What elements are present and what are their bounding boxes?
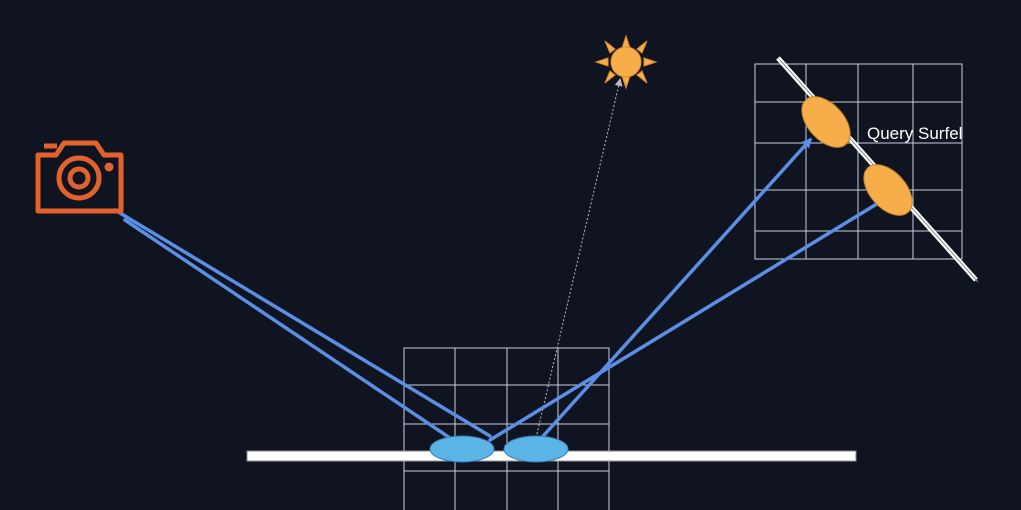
receiver-surfel-right [503,435,569,463]
query-surfels [801,96,913,216]
receiver-surfel-left [429,435,495,463]
bounce-rays [488,137,882,446]
receiver-grid [403,347,610,510]
camera-icon [35,140,124,214]
query-grid [754,63,963,260]
light-ray [535,78,623,439]
query-surfel-upper [801,96,851,148]
camera-rays [113,208,492,448]
sun-icon [594,34,658,90]
receiver-surfels [429,435,569,463]
query-surfel-label: Query Surfel [867,124,962,143]
query-surfel-lower [863,164,913,216]
